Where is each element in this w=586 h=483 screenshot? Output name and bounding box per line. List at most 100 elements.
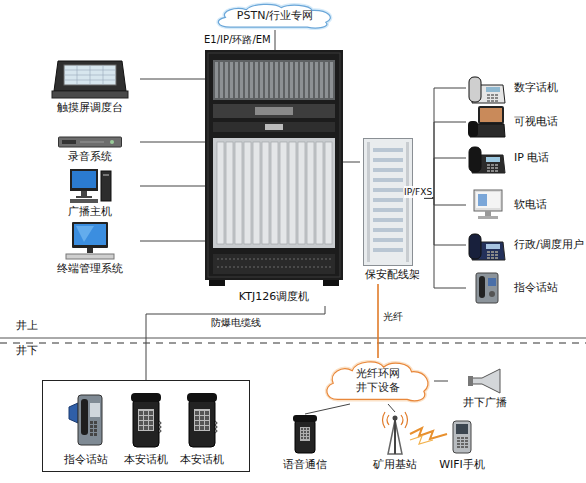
art-part xyxy=(461,443,464,445)
art-part xyxy=(235,62,238,98)
art-part xyxy=(261,258,263,260)
art-part xyxy=(304,437,306,439)
art-part xyxy=(461,446,464,448)
art-part xyxy=(330,62,333,98)
underground-group: 指令话站本安话机本安话机 xyxy=(42,380,250,472)
art-part xyxy=(90,433,93,436)
art-part xyxy=(213,122,335,132)
art-part xyxy=(468,376,473,386)
art-part xyxy=(461,440,464,442)
device-label: 软电话 xyxy=(514,198,547,212)
art-part xyxy=(233,266,235,268)
art-part xyxy=(138,409,154,431)
art-part xyxy=(280,62,283,98)
art-part xyxy=(321,266,323,268)
art-part xyxy=(487,94,490,96)
art-part xyxy=(87,248,93,253)
device-label: 广播主机 xyxy=(40,205,140,219)
art-part xyxy=(195,421,199,425)
art-part xyxy=(277,258,279,260)
art-part xyxy=(200,421,204,425)
art-part xyxy=(94,433,97,436)
art-part xyxy=(265,258,267,260)
art-part xyxy=(62,140,76,144)
art-part xyxy=(275,62,278,98)
art-part xyxy=(213,254,335,274)
art-part xyxy=(321,258,323,260)
art-part xyxy=(485,211,491,216)
art-part xyxy=(305,62,308,98)
art-part xyxy=(110,140,114,144)
phone-terminal: IP 电话 xyxy=(466,142,586,174)
art-part xyxy=(253,266,255,268)
art-part xyxy=(225,258,227,260)
art-part xyxy=(293,415,317,422)
art-part xyxy=(265,124,283,130)
cable-connector xyxy=(140,186,205,187)
art-part xyxy=(265,62,268,98)
art-part xyxy=(393,416,398,421)
art-part xyxy=(310,62,313,98)
device-illustration xyxy=(184,391,220,449)
art-part xyxy=(285,258,287,260)
art-part xyxy=(144,411,148,415)
art-part xyxy=(245,62,248,98)
art-part xyxy=(316,142,323,244)
cloud-label: 光纤环网 井下设备 xyxy=(352,367,404,395)
art-part xyxy=(301,431,303,433)
device-label: 指令话站 xyxy=(57,453,115,467)
art-part xyxy=(221,258,223,260)
art-part xyxy=(260,62,263,98)
cable-connector xyxy=(424,198,466,205)
art-part xyxy=(305,266,307,268)
art-part xyxy=(281,266,283,268)
device-illustration xyxy=(466,272,506,304)
art-part xyxy=(215,421,217,433)
art-part xyxy=(200,416,204,420)
art-part xyxy=(465,440,468,442)
art-part xyxy=(298,142,305,244)
art-part xyxy=(495,170,498,172)
art-part xyxy=(149,416,153,420)
base-station: 矿用基站 xyxy=(362,412,428,474)
device-label: 本安话机 xyxy=(117,453,175,467)
art-part xyxy=(304,434,306,436)
art-part xyxy=(476,273,498,303)
art-part xyxy=(90,421,93,424)
art-part xyxy=(491,164,494,166)
art-part xyxy=(213,104,335,118)
art-part xyxy=(255,107,293,115)
wifi-phone: WIFI手机 xyxy=(430,420,494,474)
device-label: 行政/调度用户 xyxy=(514,238,584,252)
device-label: 终端管理系统 xyxy=(40,262,140,276)
art-part xyxy=(149,411,153,415)
art-part xyxy=(72,222,108,248)
art-part xyxy=(309,258,311,260)
device-illustration xyxy=(363,138,413,266)
art-part xyxy=(205,421,209,425)
art-part xyxy=(81,399,88,435)
art-part xyxy=(487,97,490,99)
art-part xyxy=(301,437,303,439)
art-part xyxy=(495,94,498,96)
recorder-device: 录音系统 xyxy=(40,134,140,166)
art-part xyxy=(149,421,153,425)
art-part xyxy=(217,266,219,268)
art-part xyxy=(304,428,306,430)
art-part xyxy=(487,254,490,256)
art-part xyxy=(317,258,319,260)
art-part xyxy=(94,421,97,424)
art-part xyxy=(491,100,494,102)
art-part xyxy=(80,142,104,143)
art-part xyxy=(487,170,490,172)
art-part xyxy=(94,429,97,432)
device-illustration xyxy=(68,391,104,449)
art-part xyxy=(295,420,315,453)
phone-terminal: 行政/调度用户 xyxy=(466,229,586,261)
art-part xyxy=(233,258,235,260)
art-part xyxy=(474,190,502,211)
art-part xyxy=(313,258,315,260)
art-part xyxy=(200,411,204,415)
phone-terminal: 可视电话 xyxy=(466,106,586,138)
art-part xyxy=(373,208,403,212)
